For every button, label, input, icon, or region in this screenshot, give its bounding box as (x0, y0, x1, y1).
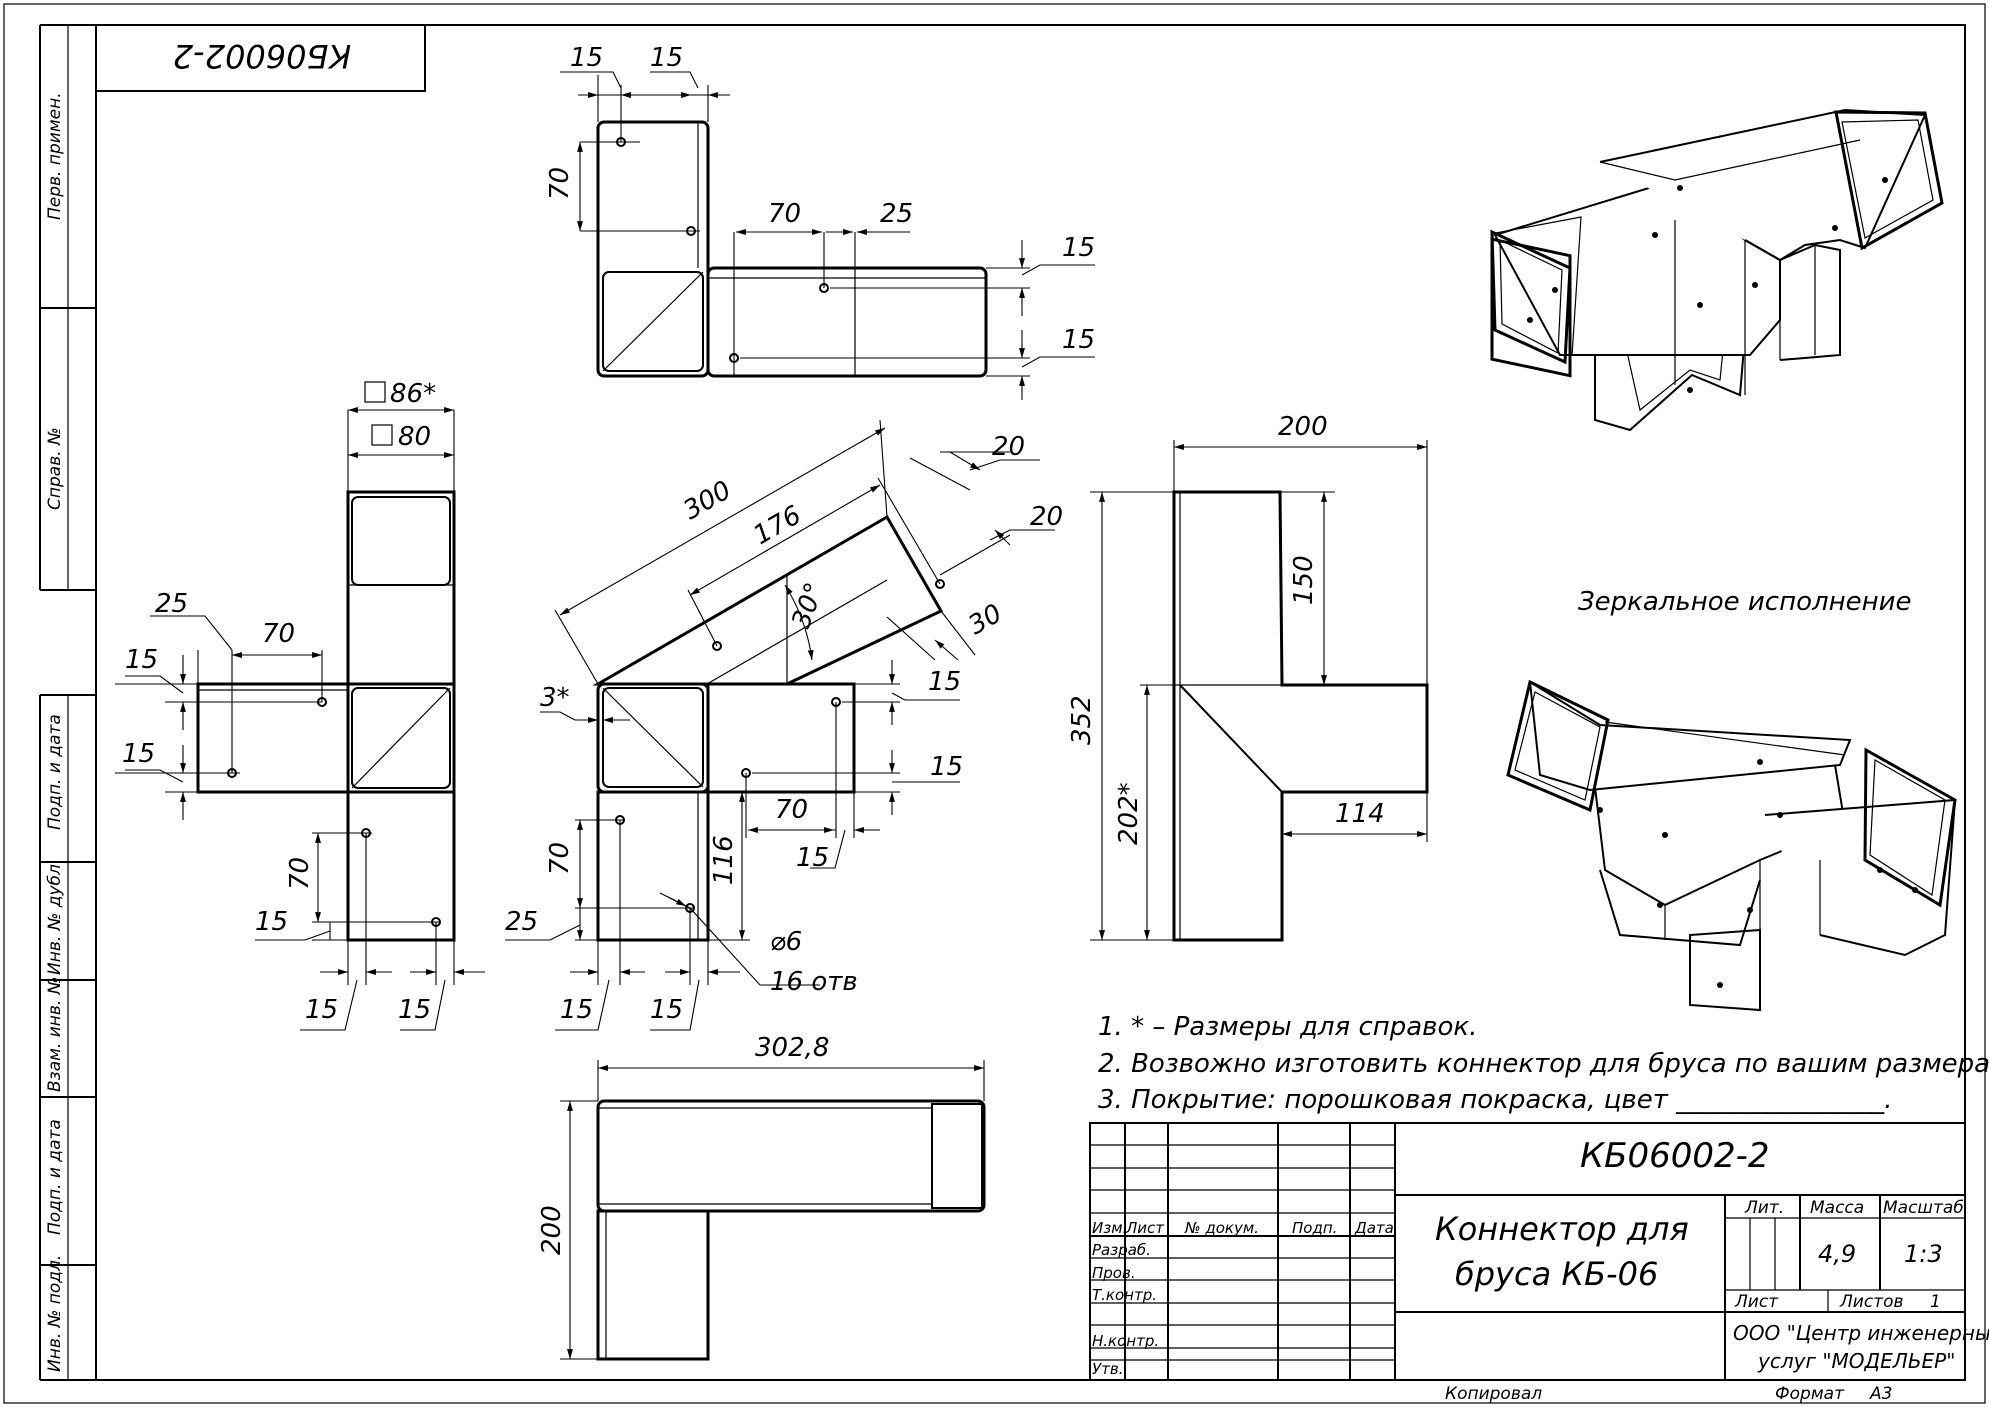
dim-label: 15 (930, 752, 963, 782)
note-1: 1. * – Размеры для справок. (1098, 1012, 1477, 1042)
part-name-1: Коннектор для (1435, 1210, 1689, 1248)
dim-label: ⌀6 (770, 927, 802, 957)
dim-label: 15 (125, 645, 158, 675)
mass-value: 4,9 (1818, 1240, 1856, 1268)
dim-label: 70 (262, 619, 295, 649)
dim-label: 15 (796, 843, 829, 873)
dim-label: 15 (398, 995, 431, 1025)
note-3: 3. Покрытие: порошковая покраска, цвет _… (1098, 1085, 1892, 1115)
dim-label: 70 (545, 842, 575, 875)
side-label: Перв. примен. (45, 92, 65, 220)
view-side: 200 150 352 202* 114 (1067, 412, 1429, 942)
dim-label: 200 (537, 1205, 567, 1255)
row-label: Утв. (1092, 1360, 1124, 1378)
row-label: Т.контр. (1092, 1286, 1157, 1304)
view-left: 86* 80 25 70 15 15 70 15 (115, 379, 485, 1031)
col-header: № докум. (1184, 1219, 1259, 1237)
dim-label: 70 (285, 857, 315, 890)
col-header: Изм. (1092, 1219, 1127, 1237)
dim-label: 70 (775, 795, 808, 825)
angle-label: 30° (786, 579, 830, 633)
dim-label: 80 (398, 422, 431, 452)
dim-label: 15 (1062, 325, 1095, 355)
view-top: 15 15 70 70 25 15 15 (545, 43, 1095, 400)
lit-label: Лит. (1744, 1198, 1784, 1218)
dim-label: 302,8 (755, 1033, 829, 1063)
dim-label: 70 (545, 167, 575, 200)
dim-label: 25 (880, 199, 913, 229)
dim-label: 15 (928, 667, 961, 697)
dim-label: 16 отв (770, 967, 858, 997)
dim-label: 15 (122, 739, 155, 769)
dim-label: 352 (1067, 695, 1097, 745)
dim-label: 20 (1030, 502, 1063, 532)
dim-label: 200 (1278, 412, 1328, 442)
row-label: Разраб. (1092, 1241, 1151, 1259)
mass-label: Масса (1810, 1198, 1864, 1218)
mirror-caption: Зеркальное исполнение (1578, 587, 1912, 617)
side-label: Инв. № дубл. (45, 859, 65, 975)
footer-format-label: Формат (1775, 1384, 1845, 1404)
dim-label: 86* (390, 379, 436, 409)
note-2: 2. Возвожно изготовить коннектор для бру… (1098, 1049, 1989, 1079)
iso-view-main (1490, 108, 1944, 432)
footer-format-value: A3 (1869, 1384, 1892, 1404)
dim-label: 150 (1289, 555, 1319, 605)
sheet-label: Лист (1734, 1292, 1779, 1312)
org-line-2: услуг "МОДЕЛЬЕР" (1757, 1349, 1955, 1373)
view-bottom: 302,8 200 (537, 1033, 986, 1361)
code-top-text: КБ06002-2 (173, 37, 351, 75)
side-labels: Перв. примен. Справ. № Подп. и дата Инв.… (45, 92, 65, 1372)
side-label: Справ. № (45, 427, 65, 510)
code-box-top: КБ06002-2 (96, 25, 426, 92)
dim-label: 202* (1114, 782, 1144, 845)
col-header: Дата (1354, 1219, 1394, 1237)
dim-label: 15 (560, 995, 593, 1025)
dim-label: 15 (255, 907, 288, 937)
col-header: Подп. (1292, 1219, 1337, 1237)
footer: Копировал Формат A3 (1445, 1384, 1892, 1404)
row-label: Н.контр. (1092, 1332, 1159, 1350)
dim-label: 15 (650, 995, 683, 1025)
dim-label: 15 (305, 995, 338, 1025)
dim-label: 114 (1335, 799, 1385, 829)
sheets-label: Листов (1839, 1292, 1904, 1312)
col-header: Лист (1125, 1219, 1165, 1237)
title-block: Изм. Лист № докум. Подп. Дата Разраб. Пр… (1089, 1122, 1989, 1381)
scale-label: Масштаб (1883, 1198, 1964, 1218)
frame (3, 3, 1986, 1404)
org-line-1: ООО "Центр инженерных (1733, 1321, 1989, 1345)
scale-value: 1:3 (1904, 1240, 1943, 1268)
dim-label: 25 (505, 907, 538, 937)
dim-label: 30 (964, 599, 1008, 642)
sheets-value: 1 (1930, 1292, 1941, 1312)
side-label: Взам. инв. № (45, 977, 65, 1092)
side-label: Подп. и дата (45, 714, 65, 830)
dim-label: 176 (749, 500, 807, 551)
dim-label: 20 (992, 432, 1025, 462)
dim-label: 15 (1062, 233, 1095, 263)
row-label: Пров. (1092, 1264, 1136, 1282)
iso-view-mirror (1506, 679, 1957, 1012)
dim-label: 3* (540, 683, 570, 713)
dim-label: 116 (709, 835, 739, 885)
view-center: 300 176 20 20 30° 30 15 15 (505, 419, 1063, 1031)
footer-copied: Копировал (1445, 1384, 1542, 1404)
dim-label: 70 (768, 199, 801, 229)
dim-label: 15 (570, 43, 603, 73)
designation: КБ06002-2 (1580, 1136, 1770, 1176)
side-label: Инв. № подл. (45, 1255, 65, 1372)
dim-label: 25 (155, 589, 188, 619)
notes: 1. * – Размеры для справок. 2. Возвожно … (1098, 1012, 1989, 1115)
dim-label: 15 (650, 43, 683, 73)
side-label: Подп. и дата (45, 1119, 65, 1235)
part-name-2: бруса КБ-06 (1455, 1255, 1658, 1293)
